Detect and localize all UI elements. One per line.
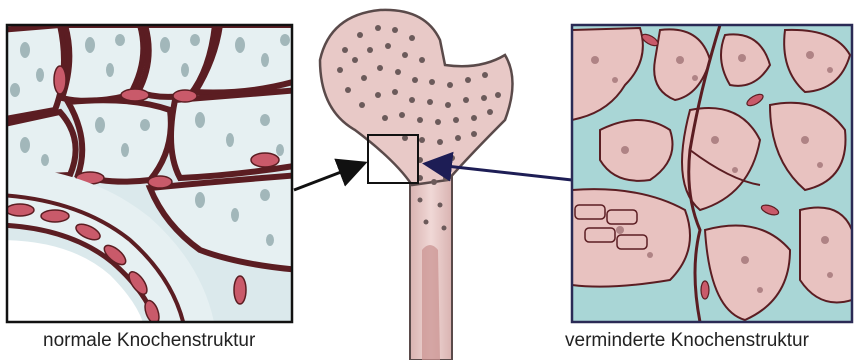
caption-normal-bone: normale Knochenstruktur [43,330,255,352]
right-panel-reduced-bone [572,25,852,322]
femur-illustration [320,10,513,360]
left-panel-normal-bone [0,25,300,330]
arrow-to-femur-left [294,164,362,190]
caption-reduced-bone: verminderte Knochenstruktur [565,330,809,352]
